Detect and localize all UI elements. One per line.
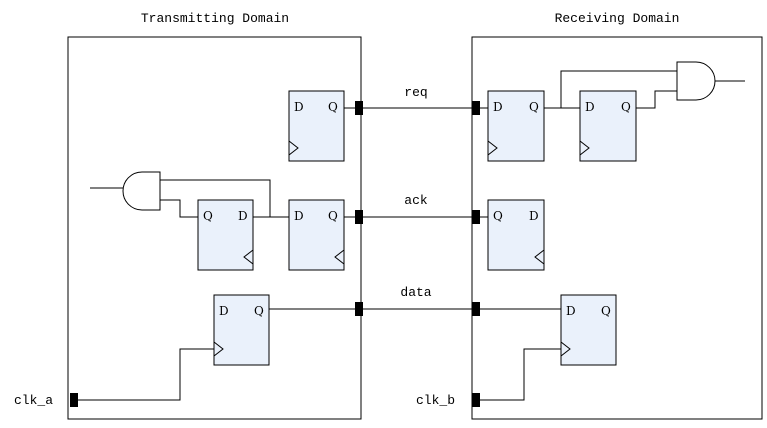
clk-a-label: clk_a — [14, 393, 53, 408]
tx-req-ff-clock-marker — [288, 140, 299, 156]
rx-ack-ff-body — [487, 199, 545, 271]
rx-req-ff1-body — [487, 90, 545, 162]
rx-ack-ff-d-pin: D — [529, 209, 539, 223]
tx-ack-right-ff-q-pin: Q — [328, 209, 338, 223]
rx-req-ff2-q-pin: Q — [621, 100, 631, 114]
tx-ack-left-ff-d-pin: D — [238, 209, 248, 223]
transmitting-domain-title: Transmitting Domain — [141, 11, 289, 26]
rx-ack-flipflop: Q D — [487, 199, 545, 271]
rx-req-flipflop-2: D Q — [579, 90, 637, 162]
tx-ack-left-ff-clock-marker — [243, 249, 254, 265]
tx-req-flipflop: D Q — [288, 90, 345, 162]
rx-req-ff2-clock-marker — [579, 140, 590, 156]
rx-data-ff-clock-marker — [560, 341, 571, 357]
tx-ack-boundary-pin — [355, 210, 363, 224]
rx-and-gate — [676, 61, 716, 101]
tx-req-ff-body — [288, 90, 345, 162]
tx-req-ff-d-pin: D — [294, 100, 304, 114]
ack-label: ack — [404, 193, 428, 208]
rx-ack-ff-q-pin: Q — [493, 209, 503, 223]
tx-req-ff-q-pin: Q — [328, 100, 338, 114]
tx-ack-left-ff-body — [197, 199, 254, 271]
rx-req-ff1-d-pin: D — [493, 100, 503, 114]
tx-data-flipflop: D Q — [213, 294, 270, 366]
rx-req-boundary-pin — [472, 101, 480, 115]
tx-ack-right-ff-body — [288, 199, 345, 271]
tx-ack-right-ff-clock-marker — [334, 249, 345, 265]
clk-b-wire — [480, 348, 561, 401]
req-label: req — [404, 85, 427, 100]
clk-b-boundary-pin — [472, 393, 480, 407]
tx-ack-flipflop-left: Q D — [197, 199, 254, 271]
tx-req-boundary-pin — [355, 101, 363, 115]
data-label: data — [400, 285, 431, 300]
tx-data-boundary-pin — [355, 302, 363, 316]
tx-data-ff-clock-marker — [213, 341, 224, 357]
tx-data-ff-body — [213, 294, 270, 366]
rx-ack-boundary-pin — [472, 210, 480, 224]
tx-ack-right-ff-d-pin: D — [294, 209, 304, 223]
rx-req-flipflop-1: D Q — [487, 90, 545, 162]
rx-gate-input-from-ff2 — [636, 90, 677, 109]
rx-data-ff-q-pin: Q — [601, 304, 611, 318]
rx-req-ff2-body — [579, 90, 637, 162]
tx-ack-left-ff-q-pin: Q — [203, 209, 213, 223]
tx-data-ff-d-pin: D — [219, 304, 229, 318]
tx-data-ff-q-pin: Q — [254, 304, 264, 318]
rx-data-ff-d-pin: D — [566, 304, 576, 318]
rx-data-flipflop: D Q — [560, 294, 617, 366]
clk-a-wire — [78, 348, 214, 401]
tx-and-gate — [122, 171, 161, 211]
rx-gate-input-from-ff1 — [560, 70, 677, 108]
rx-req-ff1-clock-marker — [487, 140, 498, 156]
tx-ack-flipflop-right: D Q — [288, 199, 345, 271]
rx-data-boundary-pin — [472, 302, 480, 316]
clk-a-boundary-pin — [70, 393, 78, 407]
tx-gate-input-from-left-ff — [160, 199, 198, 218]
rx-data-ff-body — [560, 294, 617, 366]
receiving-domain-title: Receiving Domain — [555, 11, 680, 26]
rx-req-ff1-q-pin: Q — [529, 100, 539, 114]
clk-b-label: clk_b — [416, 393, 455, 408]
rx-req-ff2-d-pin: D — [585, 100, 595, 114]
rx-ack-ff-clock-marker — [534, 249, 545, 265]
